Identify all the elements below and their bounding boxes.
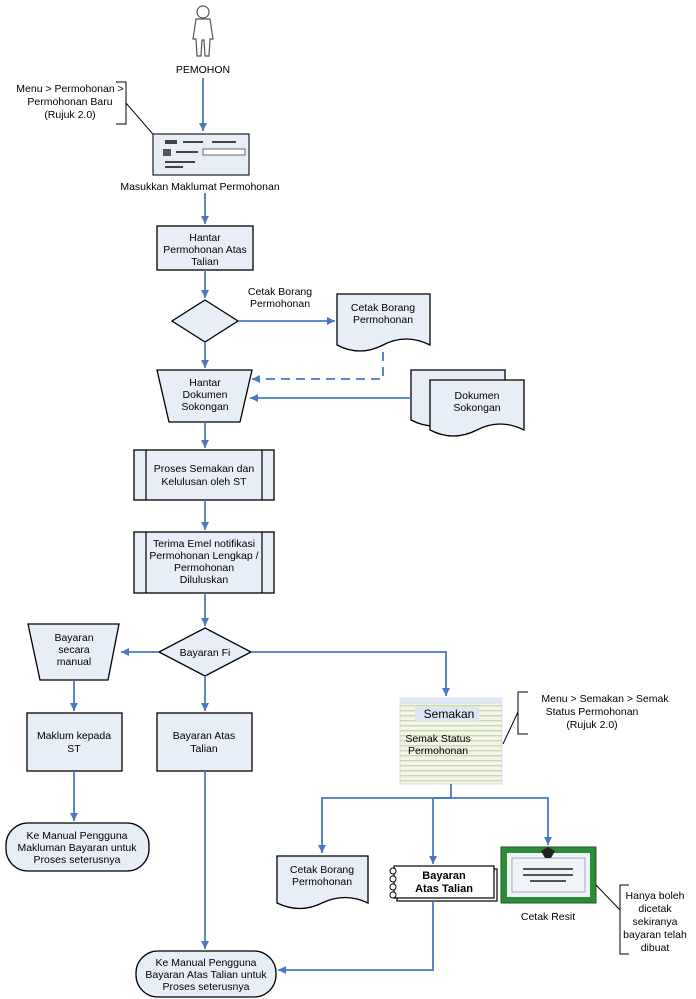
- hantar-dokumen-label: Dokumen: [183, 389, 228, 401]
- book-label: Bayaran: [422, 870, 466, 882]
- cetak-borang-label: Cetak Borang: [351, 302, 415, 314]
- terima-emel-label: Diluluskan: [180, 574, 229, 586]
- proses-semakan-label: Proses Semakan dan: [154, 463, 255, 475]
- bayaran-atas-talian-label: Bayaran Atas: [173, 730, 235, 742]
- bayaran-manual-label: Bayaran: [54, 632, 93, 644]
- hantar-permohonan-label: Talian: [191, 256, 219, 268]
- dokumen-sokongan-multidoc: [410, 369, 525, 437]
- decision-label: Permohonan: [250, 298, 310, 310]
- ke-manual-atas-talian-label: Proses seterusnya: [163, 981, 250, 993]
- hantar-dokumen-label: Sokongan: [181, 401, 228, 413]
- form-caption: Masukkan Maklumat Permohonan: [120, 181, 279, 193]
- cetak-borang-2-label: Permohonan: [292, 876, 352, 888]
- bayaran-atas-talian-label: Talian: [190, 743, 218, 755]
- resit-certificate-icon: [500, 846, 597, 904]
- dokumen-sokongan-label: Sokongan: [453, 402, 500, 414]
- semakan-tab-label: Semakan: [424, 707, 475, 721]
- bayaran-atas-talian-book-icon: [389, 865, 498, 902]
- dokumen-sokongan-label: Dokumen: [455, 390, 500, 402]
- hantar-permohonan-label: Hantar: [189, 232, 221, 244]
- terima-emel-label: Permohonan: [174, 562, 234, 574]
- decision-label: Cetak Borang: [248, 286, 312, 298]
- ke-manual-makluman-terminator: [5, 822, 150, 872]
- note-menu-semakan: Menu > Semakan > Semak Status Permohonan…: [502, 691, 669, 745]
- ke-manual-atas-talian-terminator: [135, 950, 277, 998]
- hantar-dokumen-trapezoid: [156, 369, 253, 423]
- terima-emel-label: Permohonan Lengkap /: [149, 550, 258, 562]
- bayaran-fi-label: Bayaran Fi: [180, 647, 231, 659]
- hantar-permohonan-label: Permohonan Atas: [163, 244, 246, 256]
- maklum-st-label: ST: [67, 743, 81, 755]
- svg-text:Permohonan Baru: Permohonan Baru: [27, 96, 112, 108]
- bayaran-manual-label: manual: [57, 656, 91, 668]
- cetak-borang-document: [336, 293, 431, 352]
- svg-text:Hanya boleh: Hanya boleh: [626, 890, 685, 902]
- svg-text:bayaran telah: bayaran telah: [623, 929, 687, 941]
- ke-manual-atas-talian-label: Bayaran Atas Talian untuk: [145, 969, 267, 981]
- semak-status-label: Permohonan: [408, 745, 468, 757]
- svg-text:Status Permohonan: Status Permohonan: [546, 706, 639, 718]
- note-menu-permohonan: Menu > Permohonan > Permohonan Baru (Ruj…: [16, 81, 159, 141]
- bayaran-atas-talian-box: [156, 712, 253, 772]
- svg-text:(Rujuk 2.0): (Rujuk 2.0): [566, 719, 617, 731]
- svg-text:(Rujuk 2.0): (Rujuk 2.0): [44, 109, 95, 121]
- cetak-borang-document-2: [276, 855, 369, 910]
- svg-text:Menu > Permohonan >: Menu > Permohonan >: [16, 83, 123, 95]
- svg-text:Menu > Semakan > Semak: Menu > Semakan > Semak: [541, 693, 669, 705]
- terima-emel-label: Terima Emel notifikasi: [153, 538, 255, 550]
- svg-text:sekiranya: sekiranya: [633, 916, 678, 928]
- semak-status-label: Semak Status: [405, 733, 470, 745]
- proses-semakan-box: [133, 449, 275, 501]
- ke-manual-makluman-label: Proses seterusnya: [34, 854, 121, 866]
- book-label: Atas Talian: [415, 883, 473, 895]
- svg-text:dicetak: dicetak: [638, 903, 672, 915]
- decision-cetak-borang: [170, 299, 240, 343]
- semakan-screen-icon: [399, 697, 503, 785]
- svg-text:dibuat: dibuat: [641, 942, 670, 954]
- cetak-resit-label: Cetak Resit: [521, 911, 575, 923]
- cetak-borang-label: Permohonan: [353, 314, 413, 326]
- note-resit: Hanya boleh dicetak sekiranya bayaran te…: [595, 884, 687, 955]
- ke-manual-makluman-label: Ke Manual Pengguna: [27, 830, 128, 842]
- hantar-permohonan-box: [156, 225, 254, 271]
- cetak-borang-2-label: Cetak Borang: [290, 864, 354, 876]
- ke-manual-makluman-label: Makluman Bayaran untuk: [17, 842, 137, 854]
- form-screen-icon: [152, 133, 250, 176]
- maklum-st-box: [26, 712, 123, 772]
- actor-pemohon-icon: [192, 5, 214, 57]
- terima-emel-box: [133, 531, 275, 594]
- bayaran-manual-label: secara: [58, 644, 90, 656]
- actor-label: PEMOHON: [176, 64, 230, 76]
- hantar-dokumen-label: Hantar: [189, 377, 221, 389]
- proses-semakan-label: Kelulusan oleh ST: [161, 476, 247, 488]
- ke-manual-atas-talian-label: Ke Manual Pengguna: [156, 957, 257, 969]
- connectors: [70, 78, 552, 974]
- maklum-st-label: Maklum kepada: [37, 730, 111, 742]
- bayaran-manual-trapezoid: [27, 623, 120, 681]
